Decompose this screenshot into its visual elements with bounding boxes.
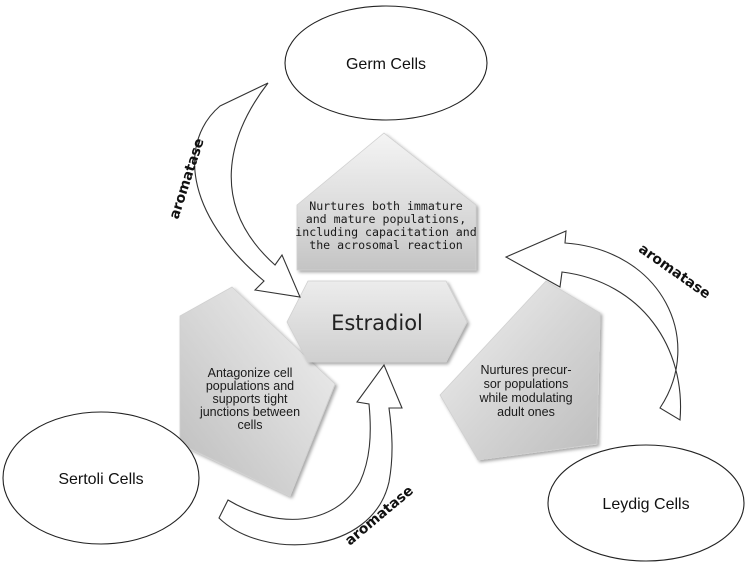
leydig-description-line: sor populations <box>484 377 569 391</box>
germ-cells-label: Germ Cells <box>346 56 426 73</box>
germ-cells-ellipse <box>284 5 488 121</box>
estradiol-hexagon <box>286 280 468 363</box>
leydig-description-line: while modulating <box>478 391 572 405</box>
sertoli-description-line: populations and <box>206 379 294 393</box>
sertoli-description-line: junctions between <box>199 405 300 419</box>
sertoli-description-shape <box>179 286 336 497</box>
germ-description-line: and mature populations, <box>306 212 467 226</box>
estradiol-label: Estradiol <box>331 311 423 335</box>
germ-description-line: including capacitation and <box>295 225 476 239</box>
germ-description-line: the acrosomal reaction <box>309 238 463 252</box>
sertoli-cells-ellipse <box>2 411 200 545</box>
leydig-to-estradiol-arrow <box>504 230 682 421</box>
leydig-description-line: Nurtures precur- <box>481 363 572 377</box>
sertoli-description: Antagonize cell populations and supports… <box>199 366 300 432</box>
leydig-description-line: adult ones <box>497 405 555 419</box>
sertoli-description-line: cells <box>237 418 262 432</box>
sertoli-cells-label: Sertoli Cells <box>58 471 143 488</box>
leydig-description-shape <box>439 280 601 461</box>
sertoli-description-line: Antagonize cell <box>208 366 293 380</box>
sertoli-to-estradiol-arrow <box>218 363 403 546</box>
germ-description-line: Nurtures both immature <box>309 199 463 213</box>
germ-description-shape <box>296 132 477 271</box>
sertoli-description-line: supports tight <box>212 392 288 406</box>
leydig-cells-ellipse <box>547 444 745 562</box>
leydig-description: Nurtures precur- sor populations while m… <box>478 363 572 419</box>
leydig-cells-label: Leydig Cells <box>602 496 689 513</box>
germ-to-estradiol-arrow <box>194 82 301 298</box>
germ-description: Nurtures both immature and mature popula… <box>295 199 476 252</box>
